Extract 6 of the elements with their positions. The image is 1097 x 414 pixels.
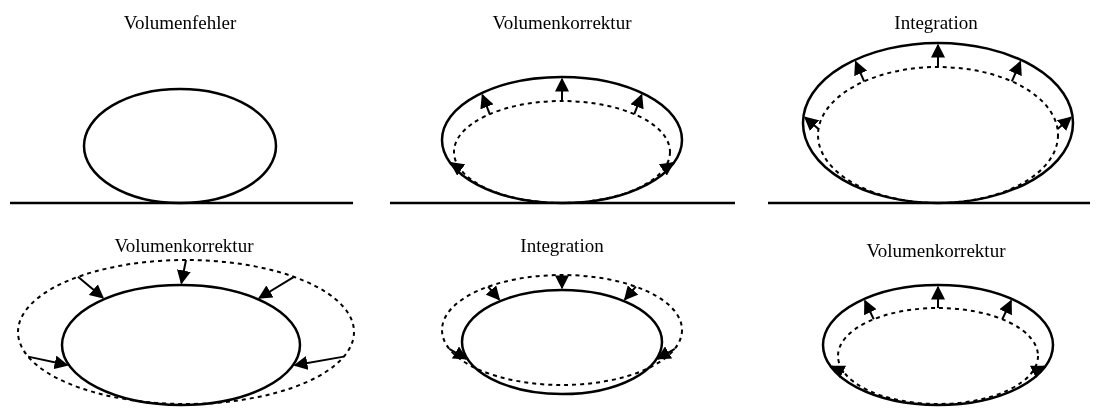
- panel-title: Volumenkorrektur: [866, 240, 1006, 260]
- panel-title: Volumenkorrektur: [492, 12, 632, 32]
- panel-title: Integration: [894, 12, 978, 32]
- panel-title: Volumenfehler: [123, 12, 237, 32]
- panel-title: Volumenkorrektur: [114, 235, 254, 255]
- panel-title: Integration: [520, 235, 604, 255]
